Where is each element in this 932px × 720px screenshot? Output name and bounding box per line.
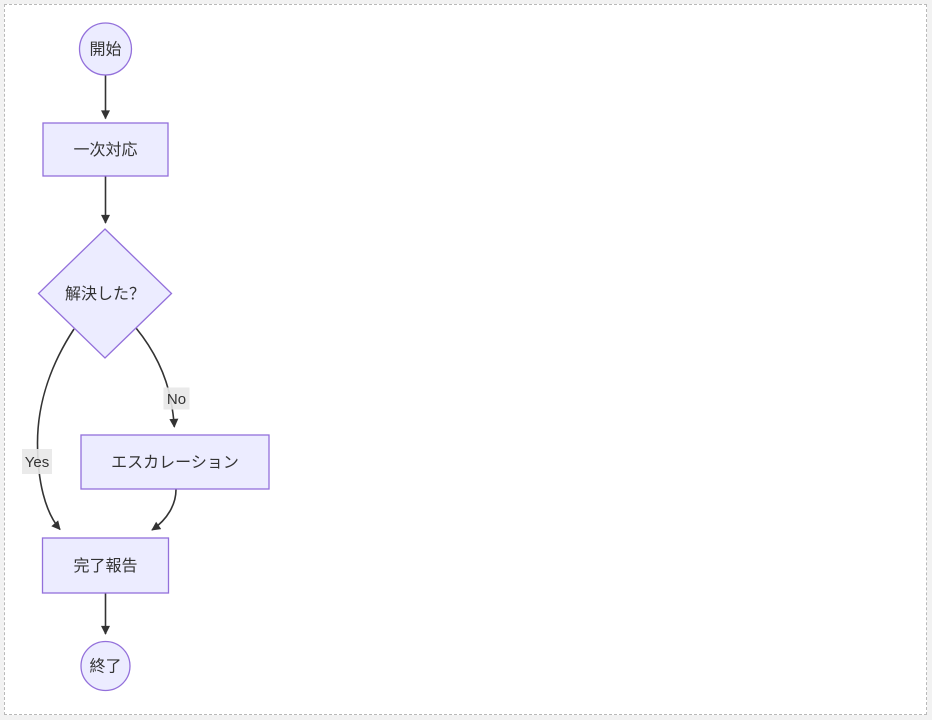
node-decision-label: 解決した？ [65, 285, 145, 303]
node-report-shape [41, 537, 170, 594]
edge-label-yes-bg [22, 449, 52, 474]
diagram-page: Yes No 開始 一次対応 解決した？ エスカレーション 完了報告 [4, 4, 927, 715]
flowchart-canvas: Yes No 開始 一次対応 解決した？ エスカレーション 完了報告 [22, 22, 270, 692]
node-escalation-shape [80, 434, 270, 490]
node-end-label: 終了 [89, 658, 121, 676]
edge-decision-to-escalation-no [135, 327, 179, 428]
edge-label-no-bg [163, 387, 190, 410]
node-start-shape [78, 22, 133, 76]
node-report-label: 完了報告 [73, 557, 137, 575]
edge-label-no: No [163, 387, 190, 410]
node-escalation: エスカレーション [80, 434, 270, 490]
node-report: 完了報告 [41, 537, 170, 594]
node-decision-shape [37, 228, 173, 359]
node-primary-shape [42, 122, 169, 177]
node-start: 開始 [78, 22, 133, 76]
node-end: 終了 [80, 640, 131, 692]
node-end-shape [80, 640, 131, 692]
node-decision: 解決した？ [37, 228, 173, 359]
edge-escalation-to-report [151, 489, 177, 531]
edge-label-no-text: No [167, 391, 186, 408]
edge-label-yes: Yes [22, 449, 52, 474]
edge-label-yes-text: Yes [25, 454, 49, 471]
node-primary: 一次対応 [42, 122, 169, 177]
node-escalation-label: エスカレーション [111, 455, 239, 472]
edge-decision-to-report-yes [36, 328, 75, 531]
node-start-label: 開始 [89, 41, 121, 59]
node-primary-label: 一次対応 [73, 141, 137, 159]
